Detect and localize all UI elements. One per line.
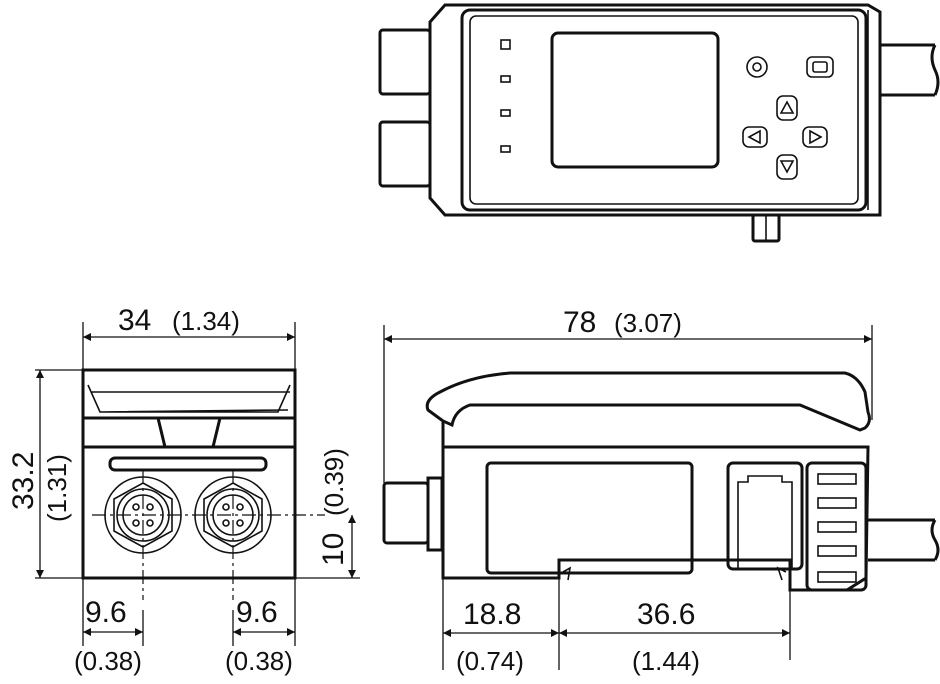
set-button-icon: [746, 56, 768, 78]
rail-offset-value: 18.8: [463, 598, 521, 631]
cable: [880, 43, 940, 97]
left-offset-value: 9.6: [85, 596, 127, 629]
display-screen: [550, 31, 720, 169]
led-3: [500, 109, 511, 117]
rail-length-value: 36.6: [637, 598, 695, 631]
side-connector: [382, 481, 430, 545]
left-offset-inch: (0.38): [74, 646, 142, 676]
connector-bottom: [378, 120, 432, 188]
width-value: 34: [118, 304, 151, 337]
side-cable: [868, 518, 940, 562]
front-view: 34 (1.34) 33.2 (1.31) 10 (0.39) 9.6 (0.3…: [7, 304, 360, 676]
height-value: 33.2: [7, 452, 40, 510]
menu-button-icon: [806, 56, 834, 78]
height-inch: (1.31): [42, 454, 72, 522]
side-view: 78 (3.07) 18.8 (0.74) 36.6 (1.44): [382, 306, 940, 676]
rail-offset-inch: (0.74): [456, 646, 524, 676]
connector-top: [378, 28, 432, 96]
housing: [428, 3, 882, 217]
front-panel: [460, 8, 868, 212]
length-value: 78: [563, 306, 596, 339]
top-view: [378, 3, 940, 243]
connector-height-inch: (0.39): [319, 448, 349, 516]
right-button-icon: [802, 126, 828, 148]
led-1: [500, 39, 511, 50]
left-button-icon: [742, 126, 768, 148]
led-2: [500, 75, 511, 83]
down-button-icon: [776, 154, 798, 180]
length-inch: (3.07): [614, 308, 682, 338]
up-button-icon: [776, 95, 798, 121]
rail-length-inch: (1.44): [632, 646, 700, 676]
connector-height-value: 10: [317, 533, 350, 566]
width-inch: (1.34): [172, 306, 240, 336]
right-offset-value: 9.6: [236, 596, 278, 629]
right-offset-inch: (0.38): [225, 646, 293, 676]
rj-port: [726, 461, 804, 571]
led-4: [500, 145, 511, 153]
side-window: [485, 461, 694, 575]
terminal-block: [805, 461, 868, 592]
